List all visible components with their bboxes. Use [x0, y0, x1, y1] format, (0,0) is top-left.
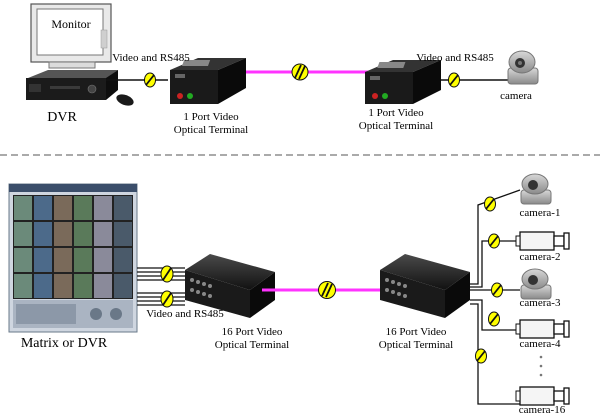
video-thumbnail — [14, 196, 32, 220]
connector-icon — [475, 348, 487, 364]
video-thumbnail — [74, 248, 92, 272]
connector-icon — [448, 72, 460, 88]
video-thumbnail — [114, 196, 132, 220]
video-thumbnail — [114, 222, 132, 246]
optical-terminal-1port-icon — [365, 60, 441, 104]
matrix-label: Matrix or DVR — [20, 336, 108, 351]
connector-icon — [488, 233, 500, 249]
connector-icon — [160, 290, 174, 308]
box-camera-icon — [515, 231, 570, 251]
terminal-label-line1: 16 Port Video — [221, 326, 283, 338]
connector-icon — [144, 72, 156, 88]
camera-label: camera-1 — [519, 207, 561, 219]
video-thumbnail — [94, 248, 112, 272]
monitor-icon — [30, 3, 112, 69]
ptz-camera-icon — [507, 50, 539, 85]
optical-terminal-16port-icon — [380, 254, 470, 318]
video-thumbnail — [54, 196, 72, 220]
ptz-camera-icon — [520, 268, 552, 300]
terminal-label-line1: 16 Port Video — [385, 326, 447, 338]
connector-icon — [488, 311, 500, 327]
mouse-icon — [116, 94, 134, 106]
video-thumbnail — [114, 274, 132, 298]
video-thumbnail — [14, 248, 32, 272]
camera-label: camera — [500, 90, 532, 102]
camera-label: camera-16 — [518, 404, 566, 416]
ptz-camera-icon — [520, 173, 552, 205]
video-thumbnail — [14, 274, 32, 298]
camera-label: camera-2 — [519, 251, 561, 263]
optical-terminal-1port-icon — [170, 58, 246, 104]
video-thumbnail — [14, 222, 32, 246]
video-thumbnail — [114, 248, 132, 272]
terminal-label-line1: 1 Port Video — [183, 111, 239, 123]
optical-terminal-16port-icon — [185, 254, 275, 318]
video-thumbnail — [34, 222, 52, 246]
monitor-label: Monitor — [51, 17, 91, 31]
link-label: Video and RS485 — [112, 52, 190, 64]
video-thumbnail — [94, 274, 112, 298]
terminal-label-line2: Optical Terminal — [214, 339, 290, 351]
connector-icon — [291, 63, 309, 81]
terminal-label-line1: 1 Port Video — [368, 107, 424, 119]
video-thumbnail — [54, 274, 72, 298]
connector-icon — [318, 281, 336, 299]
connector-icon — [484, 196, 496, 212]
video-thumbnail — [74, 196, 92, 220]
video-thumbnail — [94, 196, 112, 220]
video-thumbnail — [34, 196, 52, 220]
video-thumbnail — [94, 222, 112, 246]
video-thumbnail — [54, 248, 72, 272]
video-thumbnail — [34, 274, 52, 298]
video-thumbnail — [34, 248, 52, 272]
box-camera-icon — [515, 319, 570, 339]
matrix-cable-bundle — [137, 267, 185, 306]
video-thumbnail — [54, 222, 72, 246]
connector-icon — [160, 265, 174, 283]
matrix-screen-icon — [8, 183, 138, 333]
link-label: Video and RS485 — [146, 308, 224, 320]
box-camera-icon — [515, 386, 570, 406]
camera-label: camera-3 — [519, 297, 561, 309]
dvr-label: DVR — [47, 110, 77, 125]
dvr-icon — [26, 70, 118, 100]
link-label: Video and RS485 — [416, 52, 494, 64]
ellipsis-dots — [539, 355, 543, 377]
video-thumbnail — [74, 274, 92, 298]
connector-icon — [491, 282, 503, 298]
terminal-label-line2: Optical Terminal — [358, 120, 434, 132]
terminal-label-line2: Optical Terminal — [173, 124, 249, 136]
terminal-label-line2: Optical Terminal — [378, 339, 454, 351]
video-thumbnail — [74, 222, 92, 246]
camera-label: camera-4 — [519, 338, 561, 350]
